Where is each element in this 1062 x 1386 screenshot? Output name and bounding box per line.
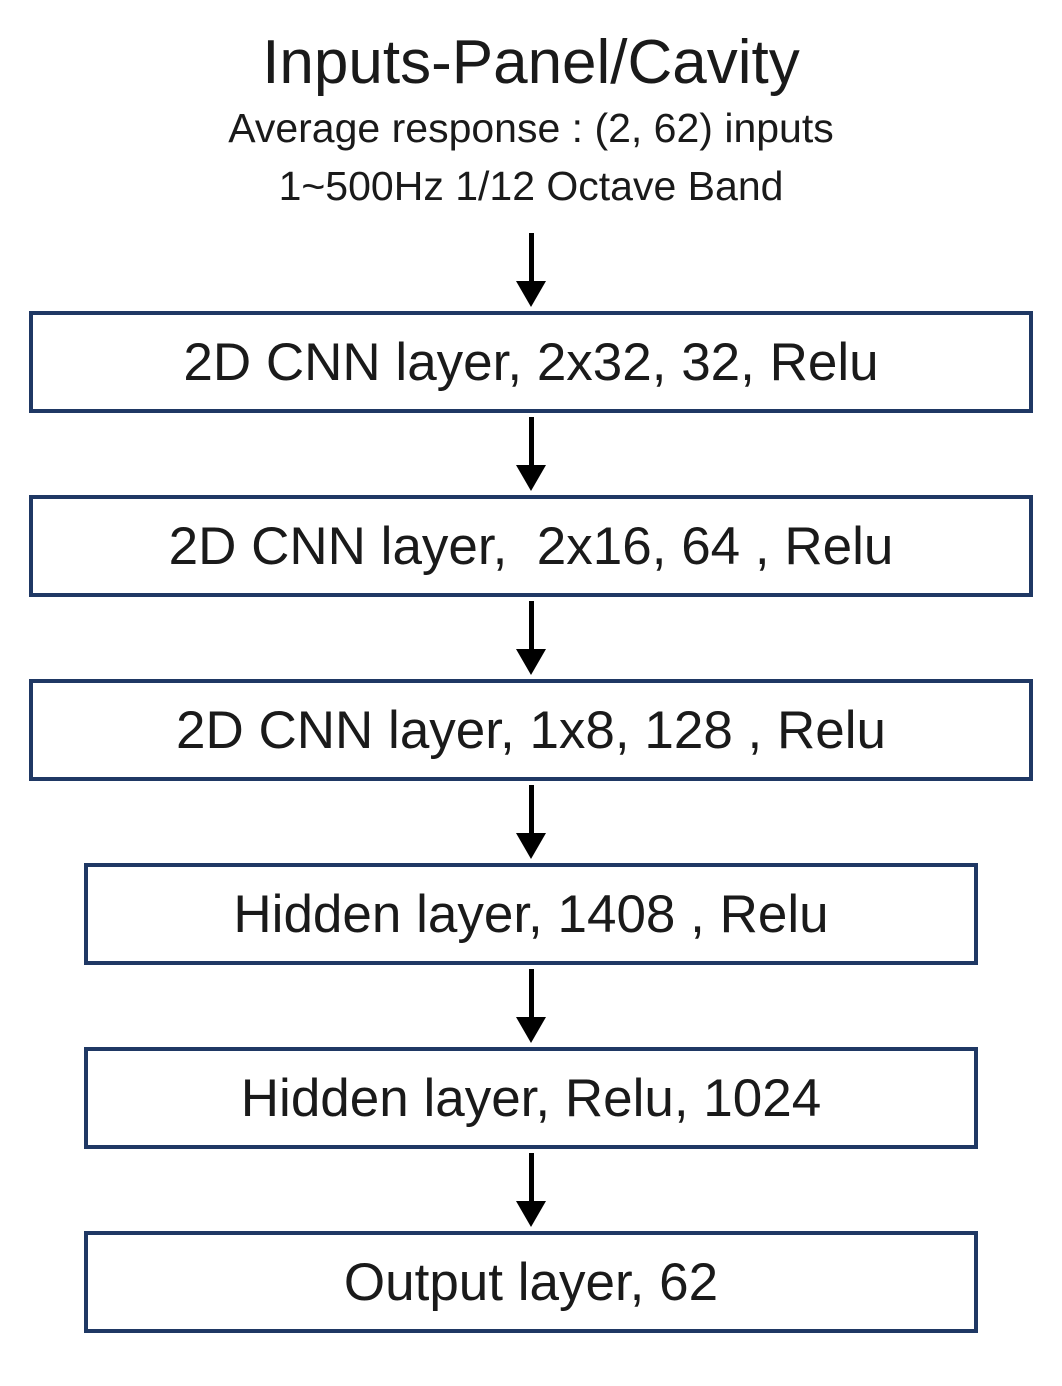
arrow-shaft: [528, 1153, 534, 1202]
layer-box-cnn-1: 2D CNN layer, 2x32, 32, Relu: [29, 311, 1033, 414]
arrow-shaft: [528, 233, 534, 282]
arrow-head: [516, 281, 546, 308]
layer-box-cnn-3: 2D CNN layer, 1x8, 128 , Relu: [29, 679, 1033, 782]
arrow-shaft: [528, 601, 534, 650]
arrow-shaft: [528, 785, 534, 834]
down-arrow-icon: [516, 969, 546, 1044]
layer-box-hidden-1: Hidden layer, 1408 , Relu: [84, 863, 978, 966]
arrow-head: [516, 649, 546, 676]
layer-label: 2D CNN layer, 2x16, 64 , Relu: [168, 516, 894, 576]
subtitle-line-1: Average response : (2, 62) inputs: [228, 105, 834, 152]
layer-box-output: Output layer, 62: [84, 1231, 978, 1334]
down-arrow-icon: [516, 233, 546, 308]
down-arrow-icon: [516, 1153, 546, 1228]
diagram-title: Inputs-Panel/Cavity: [262, 28, 800, 97]
arrow-head: [516, 833, 546, 860]
layer-box-hidden-2: Hidden layer, Relu, 1024: [84, 1047, 978, 1150]
layer-label: 2D CNN layer, 2x32, 32, Relu: [183, 332, 879, 392]
layer-label: Hidden layer, 1408 , Relu: [233, 884, 829, 944]
arrow-head: [516, 1201, 546, 1228]
arrow-shaft: [528, 969, 534, 1018]
subtitle-line-2: 1~500Hz 1/12 Octave Band: [278, 162, 784, 209]
layer-label: Output layer, 62: [343, 1252, 719, 1312]
layer-box-cnn-2: 2D CNN layer, 2x16, 64 , Relu: [29, 495, 1033, 598]
arrow-head: [516, 1017, 546, 1044]
arrow-shaft: [528, 417, 534, 466]
arrow-head: [516, 465, 546, 492]
down-arrow-icon: [516, 785, 546, 860]
layer-label: Hidden layer, Relu, 1024: [240, 1068, 822, 1128]
down-arrow-icon: [516, 601, 546, 676]
layer-label: 2D CNN layer, 1x8, 128 , Relu: [176, 700, 886, 760]
down-arrow-icon: [516, 417, 546, 492]
